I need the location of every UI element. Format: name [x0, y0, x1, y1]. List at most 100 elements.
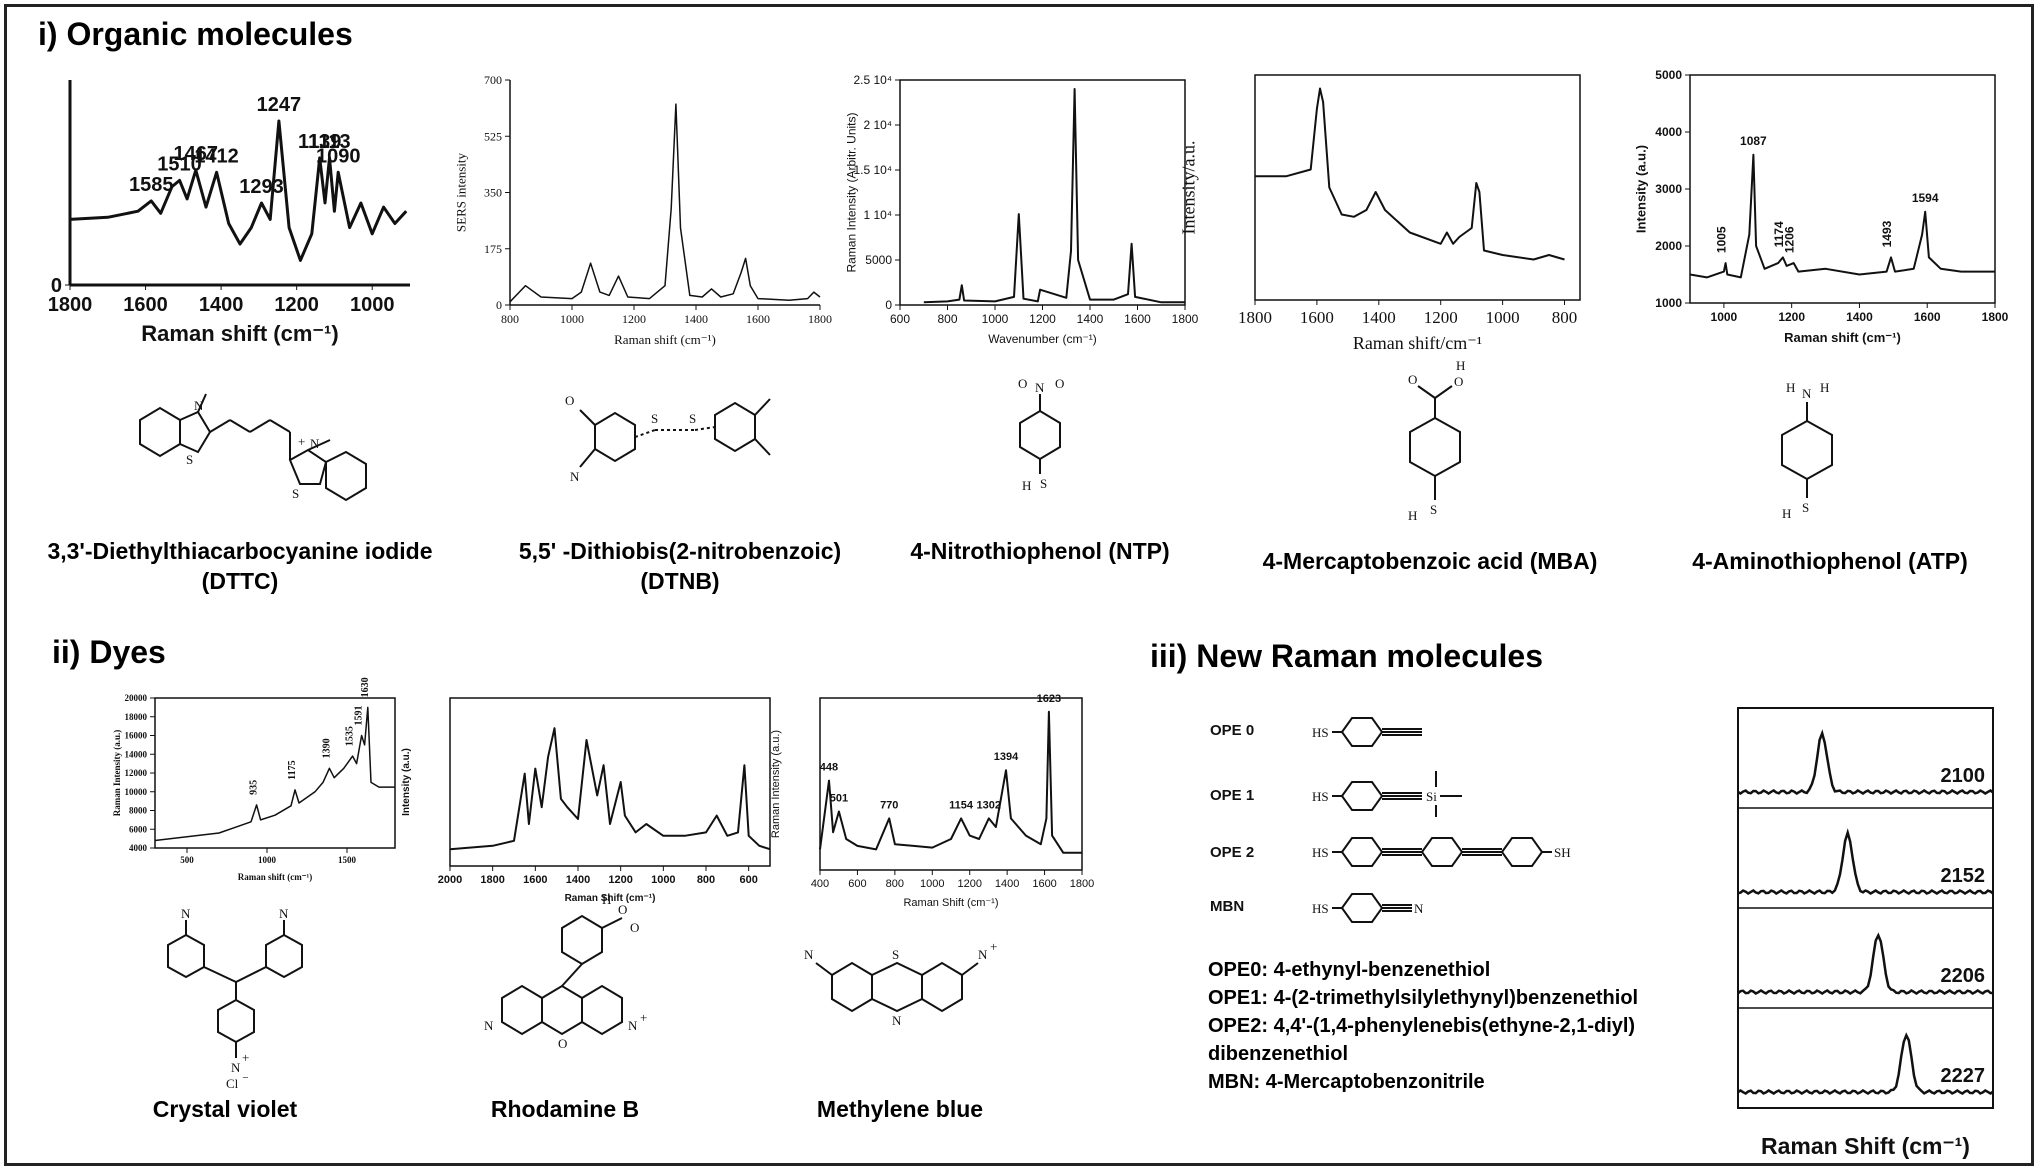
dtnb-atom-o: O [565, 393, 574, 408]
cv-atom-n1: N [181, 906, 191, 921]
crystal-violet-y-tick-label-5: 14000 [125, 749, 148, 759]
structure-rhodamine-b: O H O N N O + [484, 892, 647, 1051]
dtnb-x-tick-label-2: 1200 [622, 312, 646, 326]
rhodamine-b-series-line-0 [449, 727, 771, 851]
label-dtnb: 5,5' -Dithiobis(2-nitrobenzoic) (DTNB) [480, 536, 880, 596]
atp-peak-label-5: 1594 [1912, 191, 1939, 205]
label-crystal-violet: Crystal violet [152, 1096, 298, 1122]
rhb-atom-o1: O [618, 902, 627, 917]
ntp-y-tick-label-5: 2.5 10⁴ [853, 73, 892, 87]
ntp-x-tick-label-1: 800 [937, 312, 957, 326]
crystal-violet-y-tick-label-3: 10000 [125, 787, 148, 797]
mbn-label: MBN [1210, 898, 1244, 915]
crystal-violet-y-tick-label-0: 4000 [129, 843, 148, 853]
dttc-peak-label-4: 1293 [239, 176, 284, 198]
dtnb-atom-n: N [570, 469, 580, 484]
methylene-blue-x-tick-label-7: 1800 [1070, 878, 1094, 890]
structure-dtnb: O N S S [565, 393, 771, 484]
dtnb-benzene-ring-1 [594, 411, 636, 463]
ntp-atom-o1: O [1018, 376, 1027, 391]
atp-x-tick-label-1: 1200 [1778, 310, 1805, 324]
dtnb-atom-s2: S [689, 411, 696, 426]
mb-atom-n-ring: N [892, 1013, 902, 1028]
mb-ring-right [921, 961, 963, 1013]
atp-atom-h2: H [1820, 380, 1829, 395]
mba-plot-frame [1254, 74, 1581, 301]
ntp-y-tick-label-1: 5000 [865, 253, 892, 267]
dtnb-y-tick-label-0: 0 [496, 298, 502, 312]
dtnb-x-tick-label-4: 1600 [746, 312, 770, 326]
dtnb-x-tick-label-0: 800 [501, 312, 519, 326]
dttc-x-tick-label-1: 1600 [123, 294, 168, 316]
cv-atom-n2: N [279, 906, 289, 921]
section-title-organic: i) Organic molecules [38, 16, 353, 52]
ntp-x-tick-label-3: 1200 [1029, 312, 1056, 326]
desc-ope1: OPE1: 4-(2-trimethylsilylethynyl)benzene… [1208, 987, 1639, 1009]
structure-ntp: N O O S H [1018, 376, 1064, 493]
ntp-x-tick-label-2: 1000 [982, 312, 1009, 326]
atp-atom-s: S [1802, 500, 1809, 515]
crystal-violet-peak-label-5: 1630 [360, 677, 371, 697]
cv-atom-cl: Cl [226, 1076, 239, 1091]
dtnb-benzene-ring-2 [714, 401, 756, 453]
dtnb-y-tick-label-3: 525 [484, 129, 502, 143]
methylene-blue-x-tick-label-2: 800 [886, 878, 904, 890]
atp-y-tick-label-1: 2000 [1655, 239, 1682, 253]
rhb-benzoic-ring [561, 914, 603, 966]
rhb-atom-n1: N [484, 1018, 494, 1033]
dttc-atom-n1: N [194, 398, 204, 413]
dtnb-y-tick-label-2: 350 [484, 186, 502, 200]
rhodamine-b-x-tick-label-2: 1600 [523, 874, 547, 886]
cv-anion-charge: ⁻ [242, 1072, 249, 1087]
label-dtnb-line2: (DTNB) [640, 568, 720, 594]
atp-y-tick-label-4: 5000 [1655, 68, 1682, 82]
dttc-peak-label-6: 1139 [298, 131, 341, 153]
rhodamine-b-x-tick-label-6: 800 [697, 874, 715, 886]
ope2-hs: HS [1312, 845, 1329, 860]
methylene-blue-x-tick-label-4: 1200 [957, 878, 981, 890]
dttc-charge: + [298, 434, 305, 449]
methylene-blue-peak-label-3: 1154 [949, 799, 974, 811]
atp-atom-n: N [1802, 386, 1812, 401]
dttc-x-axis-label: Raman shift (cm⁻¹) [141, 321, 338, 346]
atp-atom-h1: H [1786, 380, 1795, 395]
crystal-violet-x-axis-label: Raman shift (cm⁻¹) [238, 872, 312, 882]
crystal-violet-peak-label-4: 1591 [354, 706, 365, 726]
ope2-ring-1 [1340, 837, 1384, 867]
label-rhodamine-b: Rhodamine B [490, 1096, 640, 1122]
ntp-atom-s: S [1040, 476, 1047, 491]
atp-peak-label-4: 1493 [1880, 220, 1894, 247]
mba-x-tick-label-5: 800 [1552, 308, 1578, 327]
rhodamine-b-x-tick-label-3: 1400 [566, 874, 590, 886]
mba-x-tick-label-3: 1200 [1424, 308, 1458, 327]
ntp-atom-o2: O [1055, 376, 1064, 391]
ope1-label: OPE 1 [1210, 787, 1254, 804]
dtnb-x-tick-label-1: 1000 [560, 312, 584, 326]
cv-ring-3 [217, 998, 255, 1044]
methylene-blue-peak-label-5: 1394 [994, 751, 1019, 763]
ope1-hs: HS [1312, 789, 1329, 804]
crystal-violet-x-tick-label-2: 1500 [338, 855, 357, 865]
structure-dttc: N S N S + [139, 393, 367, 502]
ope-descriptions: OPE0: 4-ethynyl-benzenethiol OPE1: 4-(2-… [1208, 956, 1638, 1096]
rhb-ring-left [501, 984, 543, 1036]
methylene-blue-peak-label-4: 1302 [977, 799, 1001, 811]
rhb-ring-right [581, 984, 623, 1036]
mba-benzene-ring [1409, 416, 1461, 478]
label-dttc: 3,3'-Diethylthiacarbocyanine iodide (DTT… [20, 536, 460, 596]
atp-y-tick-label-2: 3000 [1655, 182, 1682, 196]
rhodamine-b-x-tick-label-0: 2000 [438, 874, 462, 886]
methylene-blue-peak-label-1: 501 [830, 793, 848, 805]
crystal-violet-y-tick-label-6: 16000 [125, 731, 148, 741]
rhodamine-b-x-tick-label-1: 1800 [480, 874, 504, 886]
ntp-atom-n: N [1035, 380, 1045, 395]
mb-charge: + [990, 939, 997, 954]
dttc-benzene-ring-1 [139, 406, 181, 458]
desc-ope2-cont: dibenzenethiol [1208, 1043, 1348, 1065]
methylene-blue-plot-frame [819, 697, 1083, 871]
structure-atp: N H H S H [1781, 380, 1833, 521]
